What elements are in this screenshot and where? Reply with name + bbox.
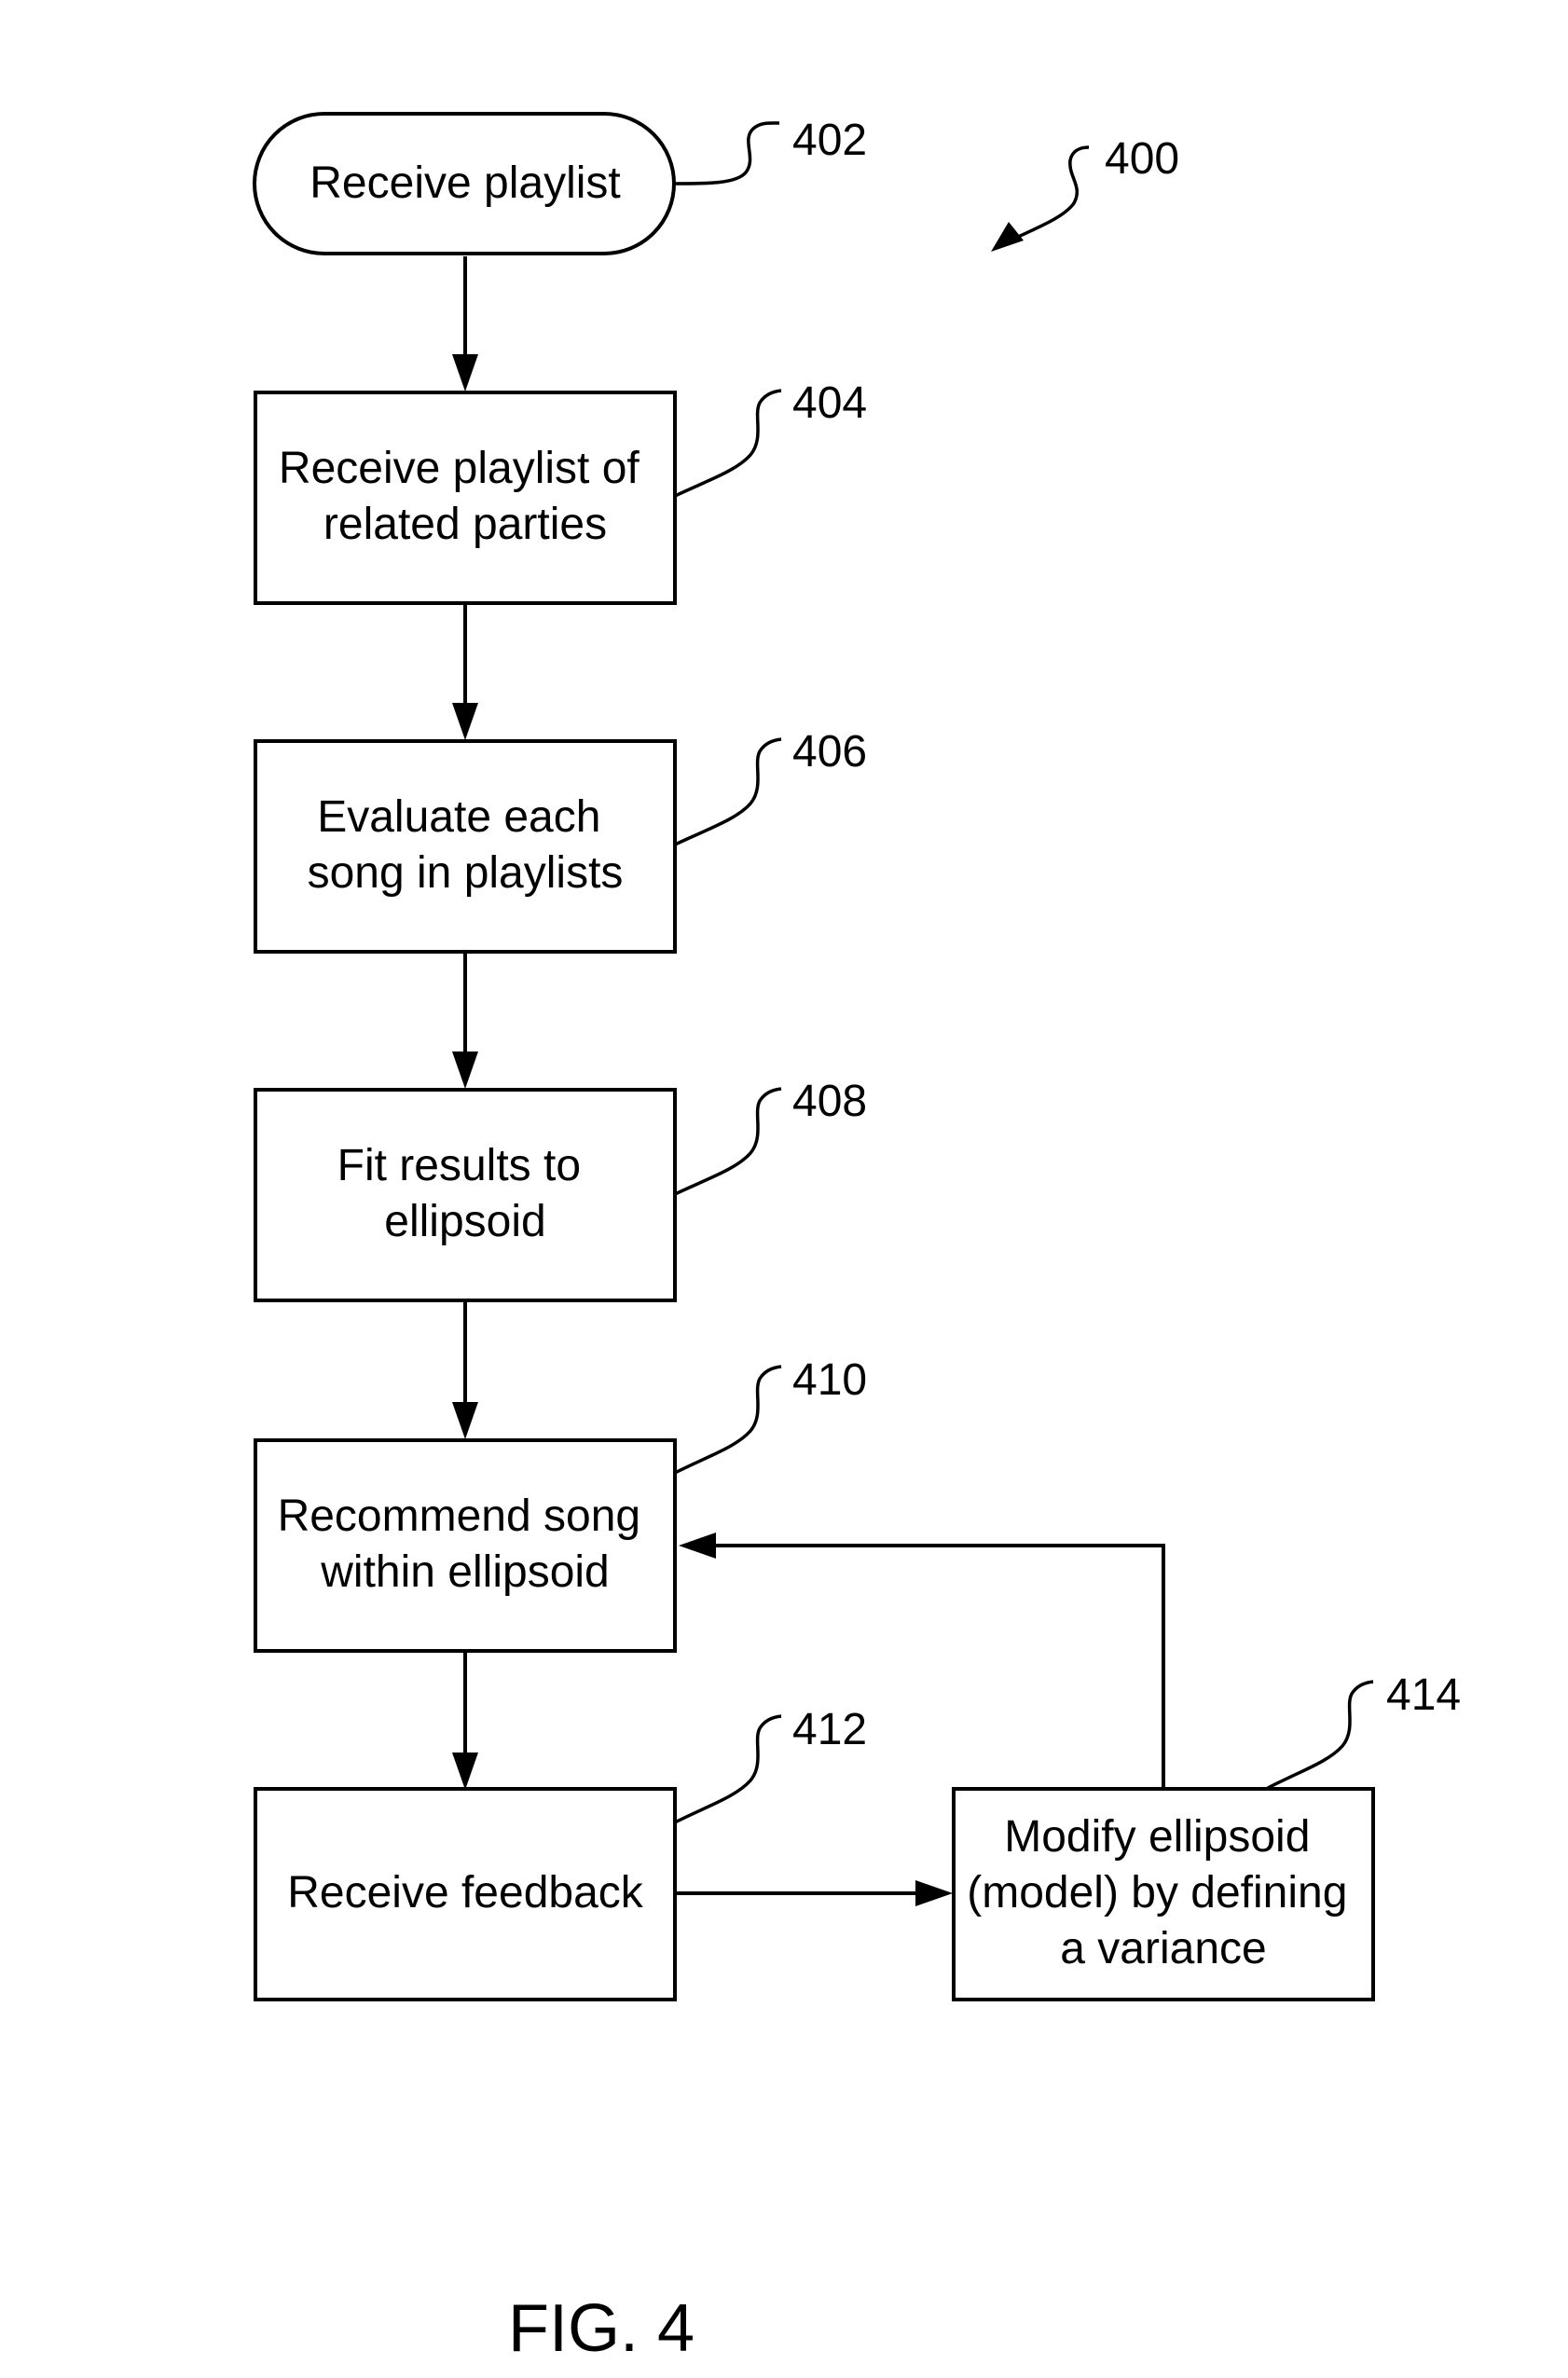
leader-412 (675, 1716, 781, 1822)
arrowhead-400 (991, 222, 1024, 252)
leader-414 (1268, 1682, 1373, 1788)
node-414-line-2: (model) by defining (967, 1868, 1347, 1918)
node-404-box (255, 392, 675, 603)
arrowhead-402-404 (452, 354, 478, 392)
leader-404 (675, 391, 781, 496)
arrowhead-404-406 (452, 703, 478, 740)
node-408-box (255, 1090, 675, 1300)
arrowhead-406-408 (452, 1052, 478, 1089)
leader-400 (1016, 147, 1089, 238)
node-404-line-1: Receive playlist of (279, 444, 640, 493)
node-414-line-1: Modify ellipsoid (1004, 1812, 1310, 1862)
node-410-line-1: Recommend song (278, 1491, 641, 1541)
ref-406: 406 (792, 727, 867, 777)
ref-402: 402 (792, 116, 867, 165)
leader-406 (675, 739, 781, 845)
node-404-line-2: related parties (323, 500, 607, 549)
node-410-box (255, 1440, 675, 1651)
arrowhead-414-410 (679, 1533, 716, 1559)
ref-412: 412 (792, 1705, 867, 1754)
node-402-line-1: Receive playlist (309, 158, 620, 208)
arrowhead-412-414 (915, 1880, 953, 1906)
node-410-line-2: within ellipsoid (320, 1547, 610, 1597)
ref-404: 404 (792, 378, 867, 428)
refs-layer: 402 404 406 408 410 412 414 400 (674, 116, 1461, 1822)
node-406-box (255, 741, 675, 952)
leader-410 (675, 1367, 781, 1473)
figure-caption: FIG. 4 (508, 2291, 695, 2366)
node-408-line-2: ellipsoid (384, 1197, 545, 1246)
leader-408 (675, 1089, 781, 1194)
node-406-line-1: Evaluate each (317, 792, 600, 842)
arrowhead-410-412 (452, 1753, 478, 1790)
node-414-line-3: a variance (1060, 1924, 1266, 1973)
node-402-label: Receive playlist (309, 158, 620, 208)
node-406-line-2: song in playlists (308, 848, 624, 898)
ref-400: 400 (1105, 134, 1179, 184)
ref-410: 410 (792, 1355, 867, 1405)
edge-414-410 (699, 1546, 1163, 1788)
leader-402 (674, 123, 779, 184)
ref-414: 414 (1386, 1670, 1461, 1720)
node-412-label: Receive feedback (287, 1868, 644, 1918)
ref-408: 408 (792, 1077, 867, 1126)
node-408-line-1: Fit results to (337, 1141, 581, 1190)
node-412-line-1: Receive feedback (287, 1868, 644, 1918)
arrowhead-408-410 (452, 1402, 478, 1439)
